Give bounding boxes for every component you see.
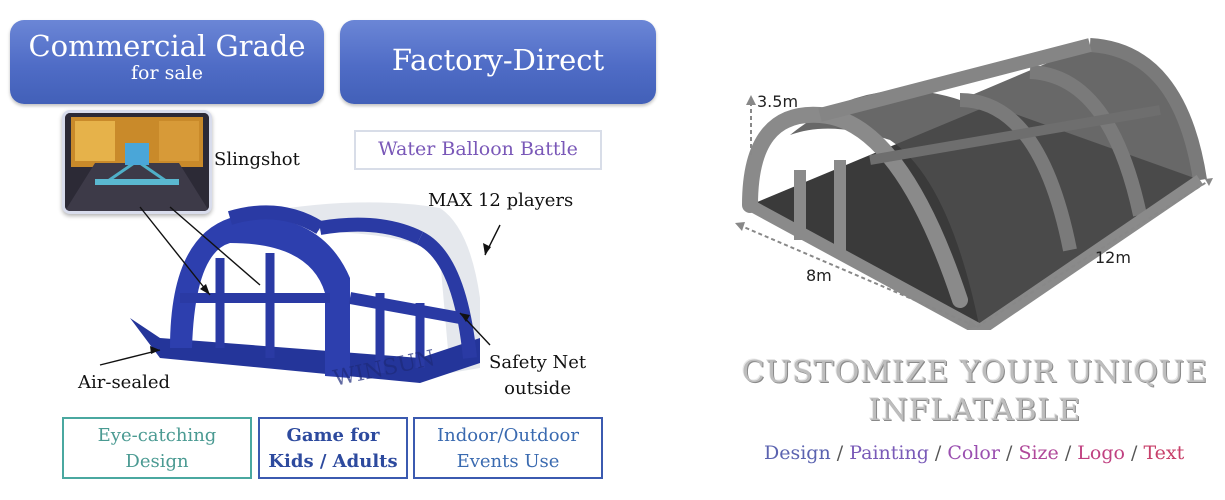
slingshot-photo-art <box>65 113 209 211</box>
option-sep-5: / <box>1124 442 1144 464</box>
factory-direct-badge: Factory-Direct <box>340 20 656 104</box>
option-painting: Painting <box>849 442 929 464</box>
customize-line2: INFLATABLE <box>868 393 1082 428</box>
feature-indoor-outdoor: Indoor/Outdoor Events Use <box>413 417 603 479</box>
customize-heading: CUSTOMIZE YOUR UNIQUE INFLATABLE <box>740 356 1210 428</box>
customize-line1: CUSTOMIZE YOUR UNIQUE <box>741 355 1209 390</box>
feature-eye-catching: Eye-catching Design <box>62 417 252 479</box>
feature-game: Game for Kids / Adults <box>258 417 408 479</box>
air-sealed-label: Air-sealed <box>78 372 170 393</box>
option-sep-2: / <box>928 442 948 464</box>
feature-eye-line1: Eye-catching <box>97 425 217 446</box>
option-sep-1: / <box>830 442 850 464</box>
option-sep-3: / <box>999 442 1019 464</box>
commercial-grade-badge: Commercial Grade for sale <box>10 20 324 104</box>
grey-inflatable-illustration <box>742 38 1207 330</box>
safety-net-label: Safety Net outside <box>489 352 586 400</box>
commercial-grade-title: Commercial Grade <box>28 29 306 63</box>
dimension-lines <box>735 95 1213 328</box>
width-dimension: 8m <box>806 266 832 285</box>
feature-game-line2: Kids / Adults <box>268 451 398 472</box>
blue-inflatable-illustration: WINSUN <box>130 202 480 392</box>
max-players-label: MAX 12 players <box>428 190 574 211</box>
callout-lines <box>99 206 501 366</box>
factory-direct-title: Factory-Direct <box>391 43 605 77</box>
option-design: Design <box>764 442 831 464</box>
feature-indoor-line2: Events Use <box>456 451 560 472</box>
feature-indoor-line1: Indoor/Outdoor <box>437 425 579 446</box>
for-sale-subtitle: for sale <box>131 62 203 84</box>
option-logo: Logo <box>1077 442 1125 464</box>
option-text: Text <box>1143 442 1185 464</box>
option-size: Size <box>1018 442 1059 464</box>
slingshot-photo <box>62 110 212 214</box>
option-color: Color <box>947 442 1000 464</box>
customize-options: Design / Painting / Color / Size / Logo … <box>764 442 1184 464</box>
slingshot-label: Slingshot <box>214 149 300 170</box>
length-dimension: 12m <box>1095 248 1131 267</box>
feature-game-line1: Game for <box>286 425 380 446</box>
feature-eye-line2: Design <box>125 451 189 472</box>
water-balloon-battle-title: Water Balloon Battle <box>354 130 602 170</box>
height-dimension: 3.5m <box>757 92 799 111</box>
safety-net-line2: outside <box>504 378 571 399</box>
safety-net-line1: Safety Net <box>489 352 587 373</box>
option-sep-4: / <box>1058 442 1078 464</box>
